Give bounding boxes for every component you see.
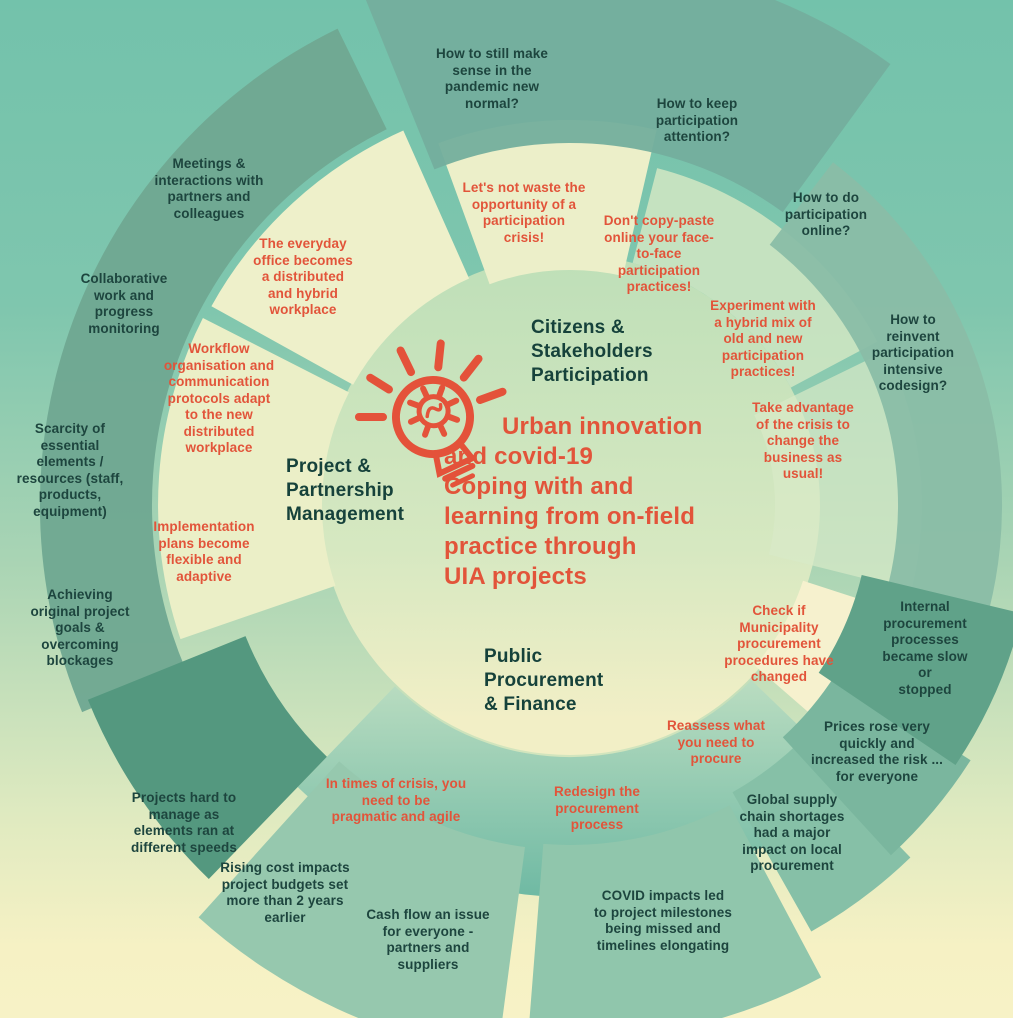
challenge-covid-milestones: COVID impacts led to project milestones …	[594, 888, 732, 953]
challenge-projects-hard: Projects hard to manage as elements ran …	[131, 790, 237, 855]
challenge-supply-chain: Global supply chain shortages had a majo…	[739, 792, 845, 873]
lightbulb-gear-icon	[354, 339, 507, 488]
challenge-cash-flow: Cash flow an issue for everyone - partne…	[366, 907, 490, 972]
challenge-participation-attention: How to keep participation attention?	[655, 96, 739, 144]
lesson-reassess-procure: Reassess what you need to procure	[666, 718, 766, 766]
arc-covid-impacts-wedge	[529, 805, 822, 1018]
section-label-participation: Citizens & Stakeholders Participation	[531, 317, 653, 386]
lesson-implementation-plans: Implementation plans become flexible and…	[153, 519, 255, 584]
challenge-collaborative-work: Collaborative work and progress monitori…	[80, 271, 168, 336]
challenge-meetings-interactions: Meetings & interactions with partners an…	[154, 156, 264, 221]
challenge-scarcity-resources: Scarcity of essential elements / resourc…	[16, 421, 124, 519]
arc-finance-bottom-left	[198, 761, 525, 1018]
arc-project-management-outer	[39, 28, 387, 713]
challenge-participation-online: How to do participation online?	[784, 190, 868, 238]
lesson-workflow-protocols: Workflow organisation and communication …	[163, 341, 275, 455]
challenge-prices-rose: Prices rose very quickly and increased t…	[810, 719, 944, 784]
lesson-dont-copy-paste: Don't copy-paste online your face- to-fa…	[603, 213, 715, 294]
page-title: Urban innovation and covid-19 Coping wit…	[444, 413, 703, 590]
challenge-reinvent-codesign: How to reinvent participation intensive …	[871, 312, 955, 393]
wedge-lesson-take-advantage	[754, 350, 922, 591]
challenge-rising-cost: Rising cost impacts project budgets set …	[220, 860, 350, 925]
arc-prices-rose-wedge	[782, 674, 971, 856]
gear-icon	[407, 384, 461, 438]
wedge-lesson-participation-crisis	[438, 120, 657, 285]
challenge-pandemic-sense: How to still make sense in the pandemic …	[436, 46, 548, 111]
arc-internal-procurement-wedge	[818, 575, 1013, 765]
section-label-procurement-finance: Public Procurement & Finance	[484, 646, 604, 715]
lesson-hybrid-mix: Experiment with a hybrid mix of old and …	[710, 298, 816, 379]
arc-participation-outer-top	[365, 0, 891, 213]
lesson-pragmatic-agile: In times of crisis, you need to be pragm…	[325, 776, 467, 824]
arc-projects-hard-wedge	[87, 636, 327, 879]
wedge-lesson-copy-paste	[632, 168, 878, 388]
lesson-everyday-office: The everyday office becomes a distribute…	[253, 236, 353, 317]
arc-supply-chain-wedge	[732, 742, 911, 932]
challenge-internal-procurement: Internal procurement processes became sl…	[882, 599, 968, 697]
lesson-take-advantage: Take advantage of the crisis to change t…	[752, 400, 854, 481]
lesson-check-municipality: Check if Municipality procurement proced…	[724, 603, 834, 684]
lesson-redesign-procurement: Redesign the procurement process	[554, 784, 640, 832]
section-label-project-management: Project & Partnership Management	[286, 456, 405, 525]
wedge-lesson-everyday-office	[211, 130, 470, 385]
wedge-lesson-workflow	[158, 318, 349, 640]
arc-participation-outer-right	[769, 162, 1003, 610]
challenge-achieving-goals: Achieving original project goals & overc…	[30, 587, 130, 668]
lesson-participation-crisis: Let's not waste the opportunity of a par…	[462, 180, 586, 245]
